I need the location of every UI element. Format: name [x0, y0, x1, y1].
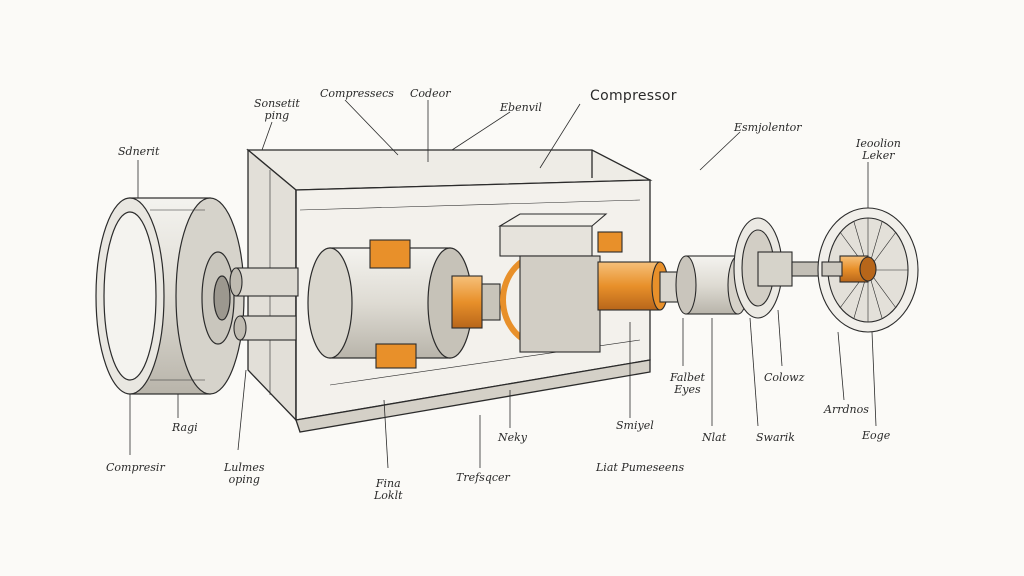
intake-pipe: [229, 267, 299, 341]
label-swivel: Smiyel: [616, 419, 654, 432]
label-sensor-left: Sdnerit: [118, 145, 160, 158]
label-isolation: Ieoolion Leker: [856, 137, 901, 162]
label-base: Ragi: [172, 421, 198, 434]
label-cooler: Codeor: [410, 87, 451, 100]
label-arrows: Arrdnos: [824, 403, 869, 416]
motor-cylinder: [307, 247, 473, 359]
label-shank: Swarik: [756, 431, 795, 444]
label-sensor-pipe: Sonsetit ping: [254, 97, 300, 122]
label-nut: Nlat: [702, 431, 727, 444]
label-compressor-bottom: Compresir: [106, 461, 165, 474]
fan-wheel: [817, 207, 919, 333]
orange-drive: [369, 213, 669, 369]
label-body: Neky: [498, 431, 528, 444]
left-cylinder: [95, 197, 245, 395]
label-colors: Colowz: [764, 371, 805, 384]
shaft-assembly: [659, 217, 823, 319]
label-outlet: Liat Pumeseens: [596, 461, 685, 474]
label-compressor: Compressor: [590, 88, 677, 104]
label-transformer: Trefsqcer: [456, 471, 510, 484]
label-edge: Eoge: [862, 429, 891, 442]
label-lubes: Lulmes oping: [224, 461, 265, 486]
label-frame: Fina Loklt: [374, 477, 403, 502]
label-pipe: Ebenvil: [500, 101, 542, 114]
label-flatbed: Falbet Eyes: [670, 371, 705, 396]
leader-lines: [129, 99, 877, 469]
label-compressors: Compressecs: [320, 87, 394, 100]
label-evaporator: Esmjolentor: [734, 121, 802, 134]
